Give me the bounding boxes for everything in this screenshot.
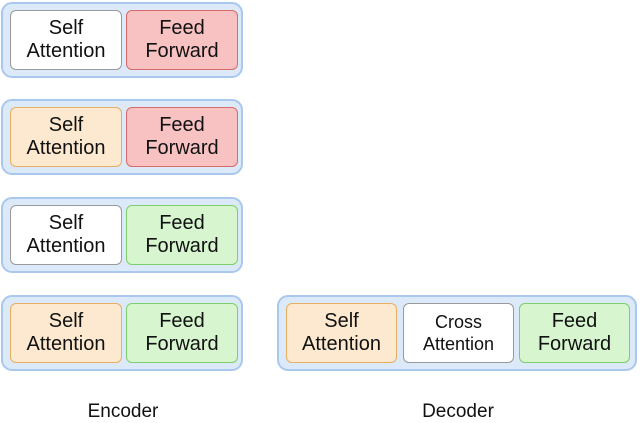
encoder-layer-1: Self Attention Feed Forward (1, 2, 243, 78)
encoder-layer-2-self-attention-block: Self Attention (10, 107, 122, 167)
encoder-layer-1-self-attention-block: Self Attention (10, 10, 122, 70)
block-label-line1: Feed (159, 212, 205, 234)
block-label-line1: Feed (159, 310, 205, 332)
decoder-label: Decoder (422, 401, 494, 422)
encoder-layer-3-feed-forward-block: Feed Forward (126, 205, 238, 265)
block-label-line1: Feed (159, 17, 205, 39)
block-label-line1: Self (324, 310, 359, 332)
block-label-line1: Self (48, 212, 84, 234)
block-label-line2: Attention (302, 333, 381, 355)
block-label-line1: Feed (551, 310, 598, 332)
block-label-line2: Attention (26, 40, 106, 62)
encoder-layer-3: Self Attention Feed Forward (1, 197, 243, 273)
block-label-line2: Forward (145, 333, 219, 355)
encoder-layer-3-self-attention-block: Self Attention (10, 205, 122, 265)
encoder-layer-4-self-attention-block: Self Attention (10, 303, 122, 363)
encoder-layer-2-feed-forward-block: Feed Forward (126, 107, 238, 167)
encoder-label: Encoder (87, 401, 159, 422)
decoder-self-attention-block: Self Attention (286, 303, 397, 363)
block-label-line2: Attention (26, 333, 106, 355)
block-label-line2: Forward (145, 40, 219, 62)
decoder-feed-forward-block: Feed Forward (519, 303, 630, 363)
decoder-layer: Self Attention Cross Attention Feed Forw… (277, 295, 637, 371)
decoder-cross-attention-block: Cross Attention (403, 303, 514, 363)
block-label-line2: Attention (26, 137, 106, 159)
block-label-line1: Self (48, 114, 84, 136)
block-label-line1: Self (48, 17, 84, 39)
encoder-layer-1-feed-forward-block: Feed Forward (126, 10, 238, 70)
block-label-line1: Cross (434, 312, 482, 332)
block-label-line2: Forward (145, 235, 219, 257)
encoder-layer-2: Self Attention Feed Forward (1, 99, 243, 175)
encoder-layer-4-feed-forward-block: Feed Forward (126, 303, 238, 363)
block-label-line1: Feed (159, 114, 205, 136)
block-label-line2: Forward (145, 137, 219, 159)
encoder-layer-4: Self Attention Feed Forward (1, 295, 243, 371)
block-label-line2: Attention (422, 334, 495, 354)
block-label-line2: Forward (537, 333, 612, 355)
block-label-line2: Attention (26, 235, 106, 257)
block-label-line1: Self (48, 310, 84, 332)
